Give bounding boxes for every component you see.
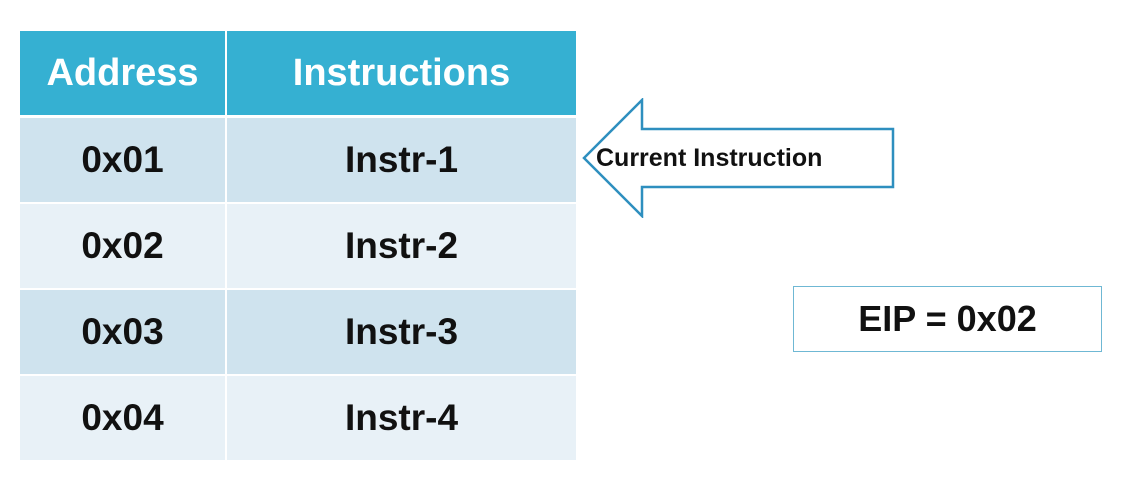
instructions-column-header: Instructions	[226, 31, 576, 118]
address-column-header: Address	[20, 31, 227, 118]
address-cell: 0x01	[20, 116, 227, 204]
address-cell: 0x03	[20, 289, 227, 376]
instruction-cell: Instr-4	[226, 375, 576, 462]
table-header-row: Address Instructions	[20, 31, 576, 118]
instruction-cell: Instr-3	[226, 289, 576, 376]
table-row: 0x02 Instr-2	[20, 203, 576, 290]
address-cell: 0x04	[20, 375, 227, 462]
eip-register-text: EIP = 0x02	[858, 298, 1037, 339]
arrow-shape	[582, 98, 895, 218]
eip-register-box: EIP = 0x02	[793, 286, 1102, 352]
current-instruction-arrow-icon	[582, 98, 895, 218]
instruction-cell: Instr-2	[226, 203, 576, 290]
address-cell: 0x02	[20, 203, 227, 290]
instruction-cell: Instr-1	[226, 116, 576, 204]
memory-table: Address Instructions 0x01 Instr-1 0x02 I…	[20, 31, 576, 462]
table-row: 0x03 Instr-3	[20, 289, 576, 376]
table-row: 0x04 Instr-4	[20, 375, 576, 462]
table-row: 0x01 Instr-1	[20, 116, 576, 204]
current-instruction-label: Current Instruction	[596, 144, 823, 172]
